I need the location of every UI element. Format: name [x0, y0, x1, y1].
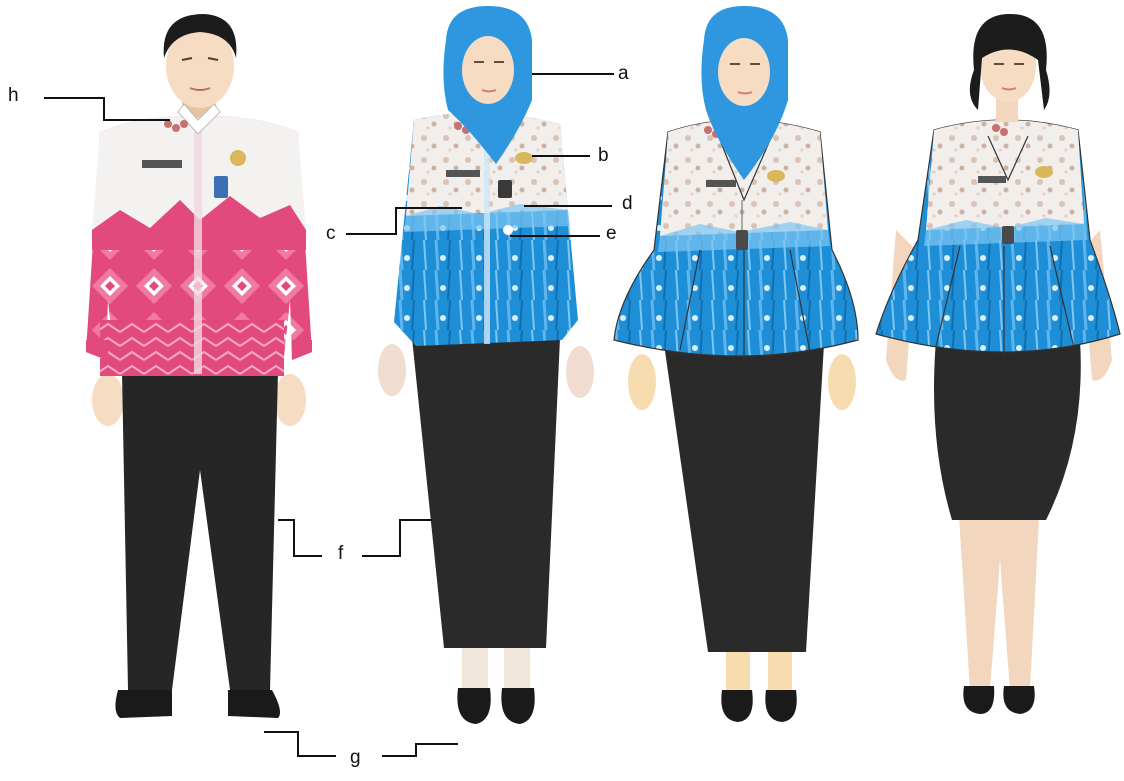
label-g: g	[350, 748, 361, 767]
man-pants	[122, 372, 278, 690]
man-shoe-left	[115, 690, 172, 718]
woman4-skirt	[934, 340, 1081, 520]
man-emblem	[230, 150, 246, 166]
figure-woman-hijab-long-skirt	[378, 6, 594, 724]
label-c: c	[326, 224, 336, 243]
label-d: d	[622, 194, 633, 213]
label-b: b	[598, 146, 609, 165]
woman2-skirt	[412, 338, 560, 648]
leader-f-woman	[362, 520, 432, 556]
woman2-emblem	[515, 152, 533, 164]
label-a: a	[618, 64, 629, 83]
leader-h	[44, 98, 170, 120]
label-h: h	[8, 86, 19, 105]
woman4-id-badge	[1002, 226, 1014, 244]
leader-g-right	[382, 744, 458, 756]
man-shoe-right	[228, 690, 280, 718]
woman3-skirt	[664, 344, 824, 652]
leader-g-left	[264, 732, 336, 756]
woman2-id-badge	[498, 180, 512, 198]
leader-f-man	[278, 520, 322, 556]
woman3-id-badge	[736, 230, 748, 250]
figure-woman-hijab-peplum	[614, 6, 858, 722]
label-e: e	[606, 224, 617, 243]
figure-woman-short-skirt	[876, 14, 1120, 714]
label-f: f	[338, 544, 343, 563]
man-id-badge	[214, 176, 228, 198]
man-name-tag	[142, 160, 182, 168]
